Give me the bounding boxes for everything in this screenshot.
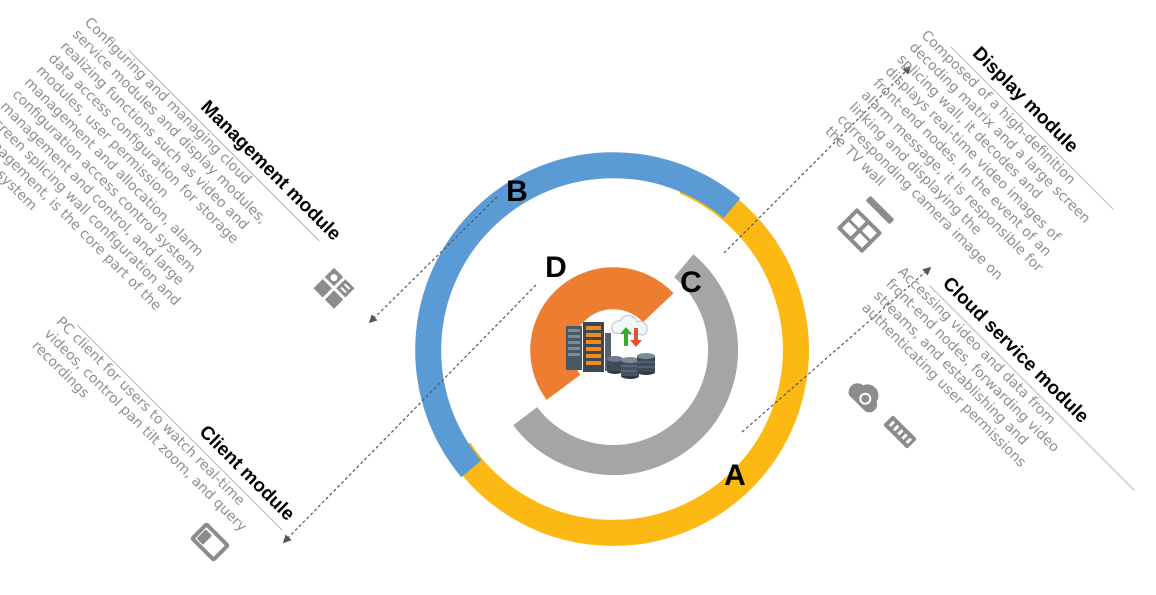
cloud-sync-icon bbox=[848, 383, 917, 449]
arrow-to-management bbox=[368, 196, 498, 324]
ring-b-letter: B bbox=[506, 175, 528, 208]
ring-c-letter: C bbox=[680, 266, 702, 299]
ring-d-arc bbox=[530, 267, 674, 400]
grid-settings-icon bbox=[313, 267, 355, 309]
ring-c-arc bbox=[513, 254, 739, 476]
ring-a-letter: A bbox=[724, 459, 746, 492]
ring-a-arc bbox=[448, 169, 809, 546]
pc-client-icon bbox=[190, 522, 230, 562]
server-cloud-sync-icon bbox=[566, 314, 655, 379]
ring-d-letter: D bbox=[545, 251, 567, 284]
ring-b-arc bbox=[415, 152, 741, 478]
video-wall-icon bbox=[837, 196, 894, 253]
arrow-to-client bbox=[282, 284, 537, 544]
